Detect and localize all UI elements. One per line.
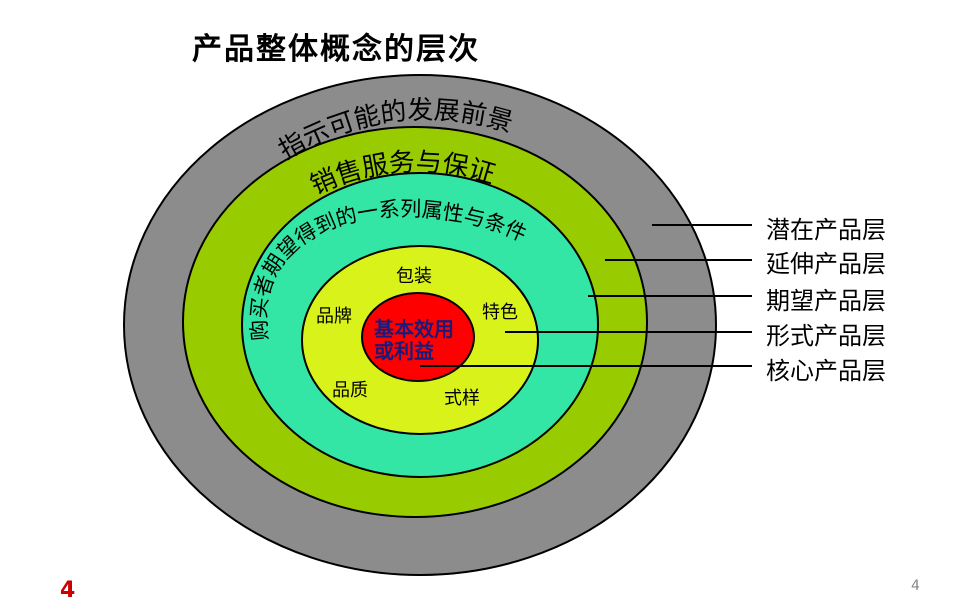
legend-formal: 形式产品层: [766, 322, 886, 350]
formal-item-quality: 品质: [332, 380, 368, 401]
page-title: 产品整体概念的层次: [192, 32, 480, 67]
core-text-line2: 或利益: [374, 339, 434, 363]
slide-number-left: 4: [60, 578, 76, 603]
legend-potential: 潜在产品层: [766, 216, 886, 244]
core-benefit-text: 基本效用 或利益: [374, 318, 470, 362]
slide-number-right: 4: [911, 578, 920, 594]
formal-item-features: 特色: [482, 302, 518, 323]
formal-item-style: 式样: [444, 388, 480, 409]
formal-item-packaging: 包装: [396, 266, 432, 287]
formal-item-brand: 品牌: [316, 306, 352, 327]
legend-core: 核心产品层: [766, 357, 886, 385]
legend-augmented: 延伸产品层: [766, 250, 886, 278]
ring-core: [361, 292, 475, 382]
legend-expected: 期望产品层: [766, 287, 886, 315]
core-text-line1: 基本效用: [374, 317, 454, 341]
